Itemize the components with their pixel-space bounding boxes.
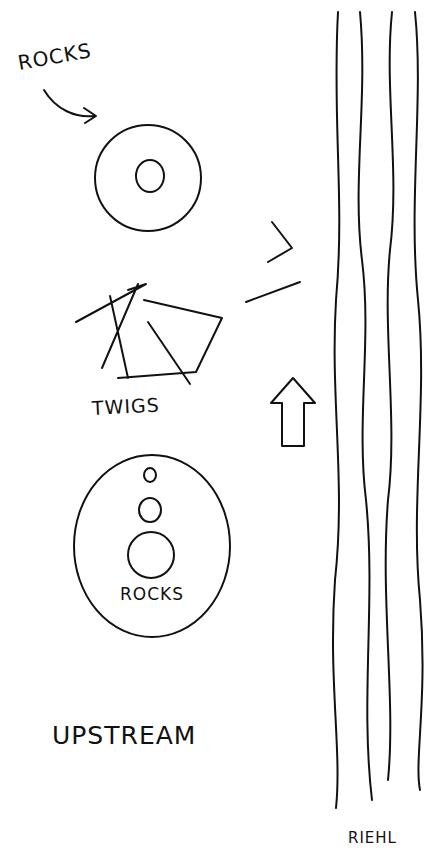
oval-outline (72, 453, 232, 639)
twig (246, 282, 300, 302)
rock-label: ROCKS (120, 585, 184, 604)
signature: RIEHL (348, 830, 397, 847)
rock (136, 160, 164, 192)
rock-pile-oval: ROCKS (72, 453, 232, 639)
direction-label: UPSTREAM (52, 722, 196, 750)
rock (128, 532, 174, 578)
rock (139, 498, 161, 522)
rock (144, 468, 156, 482)
rock-ring (95, 125, 201, 231)
twigs (76, 284, 222, 384)
river-bank (333, 12, 339, 808)
arrow-head (84, 108, 96, 123)
flow-arrow (271, 378, 315, 446)
oval-outline (74, 455, 230, 637)
leader-arrow (44, 90, 94, 116)
part-label: TWIGS (91, 394, 160, 418)
river-line (415, 12, 423, 790)
callout-label: ROCKS (16, 39, 93, 74)
river-line (386, 12, 394, 780)
river-line (359, 12, 372, 800)
twig-chevron (268, 222, 292, 262)
